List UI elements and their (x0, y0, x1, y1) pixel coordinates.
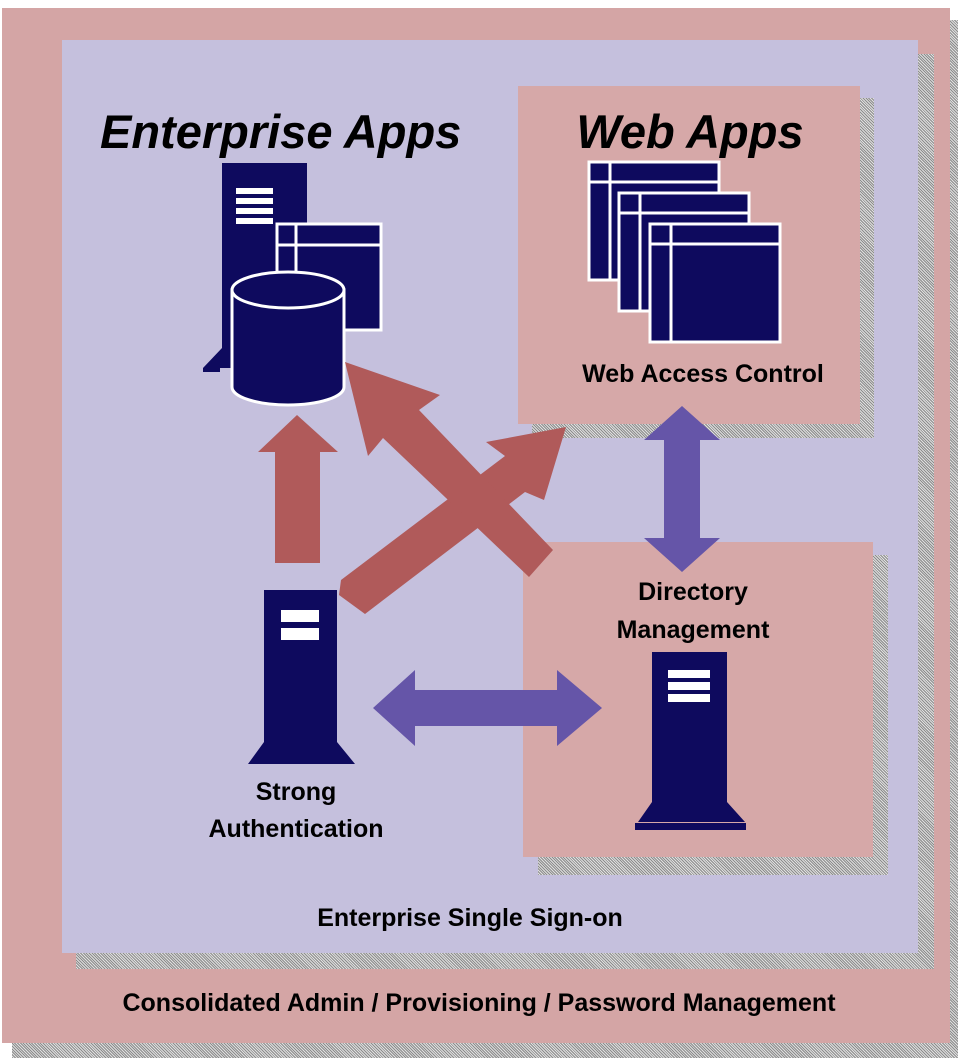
directory-label-line1: Directory (638, 578, 748, 606)
directory-label-line2: Management (616, 616, 770, 644)
consolidated-label: Consolidated Admin / Provisioning / Pass… (122, 989, 836, 1017)
strong-auth-server-icon (248, 590, 355, 764)
arrow-to-enterprise-apps (345, 362, 553, 577)
arrow-to-web-apps (339, 427, 566, 614)
strong-auth-label-line2: Authentication (208, 815, 384, 843)
web-access-control-label: Web Access Control (582, 360, 824, 388)
arrow-auth-to-directory (373, 670, 602, 746)
enterprise-apps-title: Enterprise Apps (100, 105, 462, 158)
arrow-up-to-database (258, 415, 338, 563)
strong-auth-label-line1: Strong (255, 778, 337, 806)
web-apps-title: Web Apps (576, 105, 804, 158)
database-icon (230, 270, 346, 407)
web-window-icon (648, 222, 782, 344)
arrow-web-to-directory (644, 406, 720, 572)
directory-server-icon (635, 652, 746, 830)
enterprise-sso-label: Enterprise Single Sign-on (317, 904, 623, 932)
